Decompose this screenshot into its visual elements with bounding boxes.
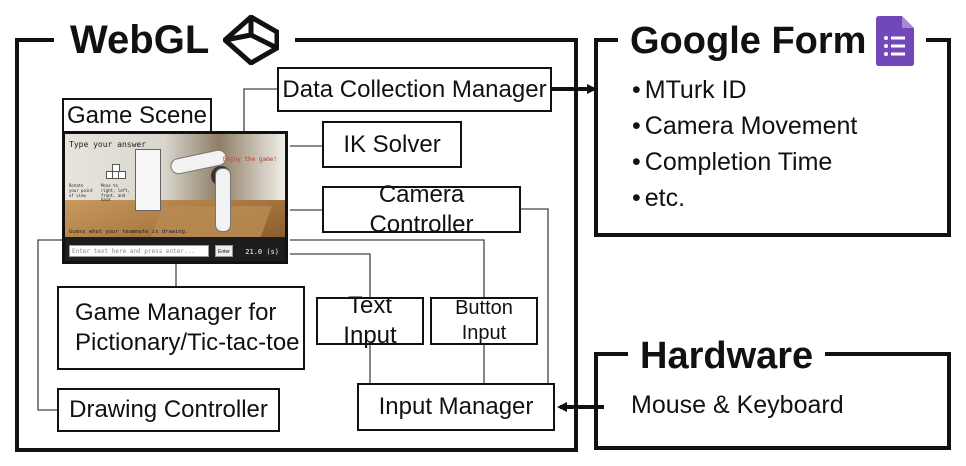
hardware-title-text: Hardware xyxy=(640,334,814,377)
unity-logo-icon xyxy=(223,15,280,65)
webgl-frame xyxy=(15,38,578,452)
ik-solver-box: IK Solver xyxy=(322,121,462,168)
scene-chat-input: Enter text here and press enter... xyxy=(69,245,209,257)
scene-rotate-hint: Rotate your point of view xyxy=(69,183,94,198)
form-item-mturk-id: MTurk ID xyxy=(632,72,857,108)
form-item-camera-movement: Camera Movement xyxy=(632,108,858,144)
connector-scene-buttoninput xyxy=(290,239,485,297)
google-forms-icon xyxy=(876,16,915,66)
connector-scene-drawing xyxy=(37,239,62,411)
game-manager-box: Game Manager for Pictionary/Tic-tac-toe xyxy=(57,286,305,370)
game-scene-label: Game Scene xyxy=(62,98,212,133)
scene-teammate-text: Guess what your teammate is drawing. xyxy=(69,229,189,235)
text-input-box: Text Input xyxy=(316,292,424,349)
form-item-etc: etc. xyxy=(632,180,857,216)
form-item-completion-time: Completion Time xyxy=(632,144,857,180)
hardware-item: Mouse & Keyboard xyxy=(631,391,844,419)
robot-arm-lower xyxy=(215,168,231,232)
scene-enter-button: Enter xyxy=(215,245,233,257)
hardware-title: Hardware xyxy=(628,330,826,382)
connector-dcm-scene xyxy=(243,88,277,131)
google-form-title-text: Google Form xyxy=(630,19,867,62)
connector-camera-input xyxy=(521,208,549,385)
data-collection-manager-box: Data Collection Manager xyxy=(277,67,552,112)
google-form-title: Google Form xyxy=(618,14,927,68)
game-scene-screenshot: Type your answer Enjoy the game! Rotate … xyxy=(62,131,288,264)
webgl-title-text: WebGL xyxy=(70,17,210,62)
camera-controller-box: Camera Controller xyxy=(322,181,521,238)
webgl-title: WebGL xyxy=(54,12,296,68)
scene-prompt: Type your answer xyxy=(69,140,147,149)
game-manager-line1: Game Manager for xyxy=(75,299,277,326)
scene-timer: 21.0 (s) xyxy=(245,248,279,256)
drawing-controller-box: Drawing Controller xyxy=(57,388,280,432)
connector-scene-textinput xyxy=(290,253,371,297)
scene-move-hint: Move to right, left, front, and back xyxy=(101,183,130,203)
game-manager-line2: Pictionary/Tic-tac-toe xyxy=(75,329,300,356)
input-manager-box: Input Manager xyxy=(357,383,555,431)
scene-hint: Enjoy the game! xyxy=(222,156,277,163)
scene-easel xyxy=(135,149,161,211)
button-input-box: Button Input xyxy=(430,297,538,345)
google-form-items: MTurk ID Camera Movement Completion Time… xyxy=(632,72,858,216)
